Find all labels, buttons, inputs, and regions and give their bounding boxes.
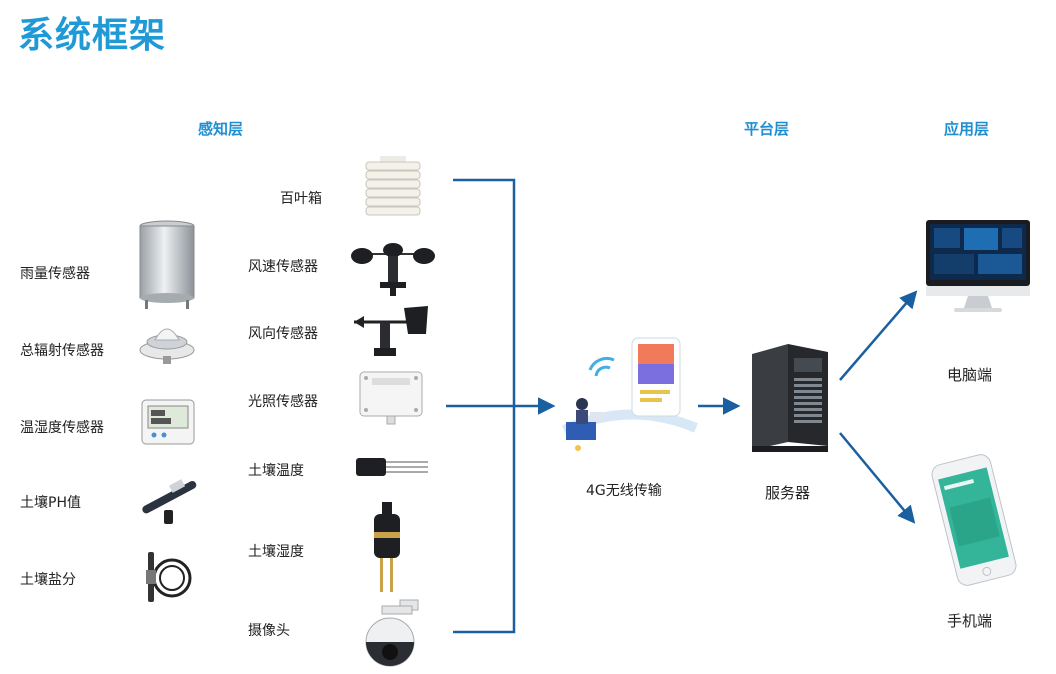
page-title: 系统框架 bbox=[18, 15, 167, 56]
sensor-label-soil-ph: 土壤PH值 bbox=[20, 495, 81, 511]
sensor-label-radiation: 总辐射传感器 bbox=[20, 343, 104, 359]
soil-moisture-probe-icon bbox=[374, 502, 400, 592]
sensor-label-camera: 摄像头 bbox=[248, 623, 290, 639]
sensor-label-wind-speed: 风速传感器 bbox=[248, 259, 318, 275]
louver-box-icon bbox=[365, 156, 421, 216]
wireless-transmission-icon bbox=[561, 337, 698, 451]
camera-icon bbox=[365, 599, 419, 667]
arrow-server-to-computer bbox=[839, 290, 918, 381]
sensor-label-soil-salinity: 土壤盐分 bbox=[20, 572, 76, 588]
server-label: 服务器 bbox=[765, 484, 811, 502]
layer-perception: 感知层 bbox=[198, 120, 244, 138]
sensor-label-temp-humidity: 温湿度传感器 bbox=[20, 420, 104, 436]
light-sensor-icon bbox=[359, 371, 423, 425]
soil-ph-probe-icon bbox=[142, 479, 197, 524]
layer-application: 应用层 bbox=[944, 120, 990, 138]
soil-temperature-probe-icon bbox=[356, 458, 428, 476]
phone-label: 手机端 bbox=[947, 612, 993, 630]
arrow-server-to-phone bbox=[839, 432, 916, 524]
wind-vane-icon bbox=[354, 306, 428, 356]
sensor-label-rain: 雨量传感器 bbox=[20, 266, 90, 282]
sensor-label-light: 光照传感器 bbox=[248, 394, 318, 410]
radiation-sensor-icon bbox=[139, 328, 195, 364]
anemometer-icon bbox=[351, 243, 435, 296]
sensor-label-soil-moisture: 土壤湿度 bbox=[248, 544, 304, 560]
rain-gauge-icon bbox=[139, 220, 195, 309]
transmission-label: 4G无线传输 bbox=[586, 483, 662, 499]
layer-platform: 平台层 bbox=[744, 120, 790, 138]
temp-humidity-sensor-icon bbox=[141, 399, 195, 445]
server-icon bbox=[752, 344, 828, 452]
sensor-label-louver-box: 百叶箱 bbox=[280, 191, 322, 207]
computer-icon bbox=[926, 220, 1030, 312]
computer-label: 电脑端 bbox=[947, 366, 993, 384]
phone-icon bbox=[931, 454, 1017, 586]
soil-salinity-probe-icon bbox=[146, 552, 192, 602]
sensor-label-soil-temp: 土壤温度 bbox=[248, 463, 304, 479]
sensor-label-wind-direction: 风向传感器 bbox=[248, 326, 318, 342]
